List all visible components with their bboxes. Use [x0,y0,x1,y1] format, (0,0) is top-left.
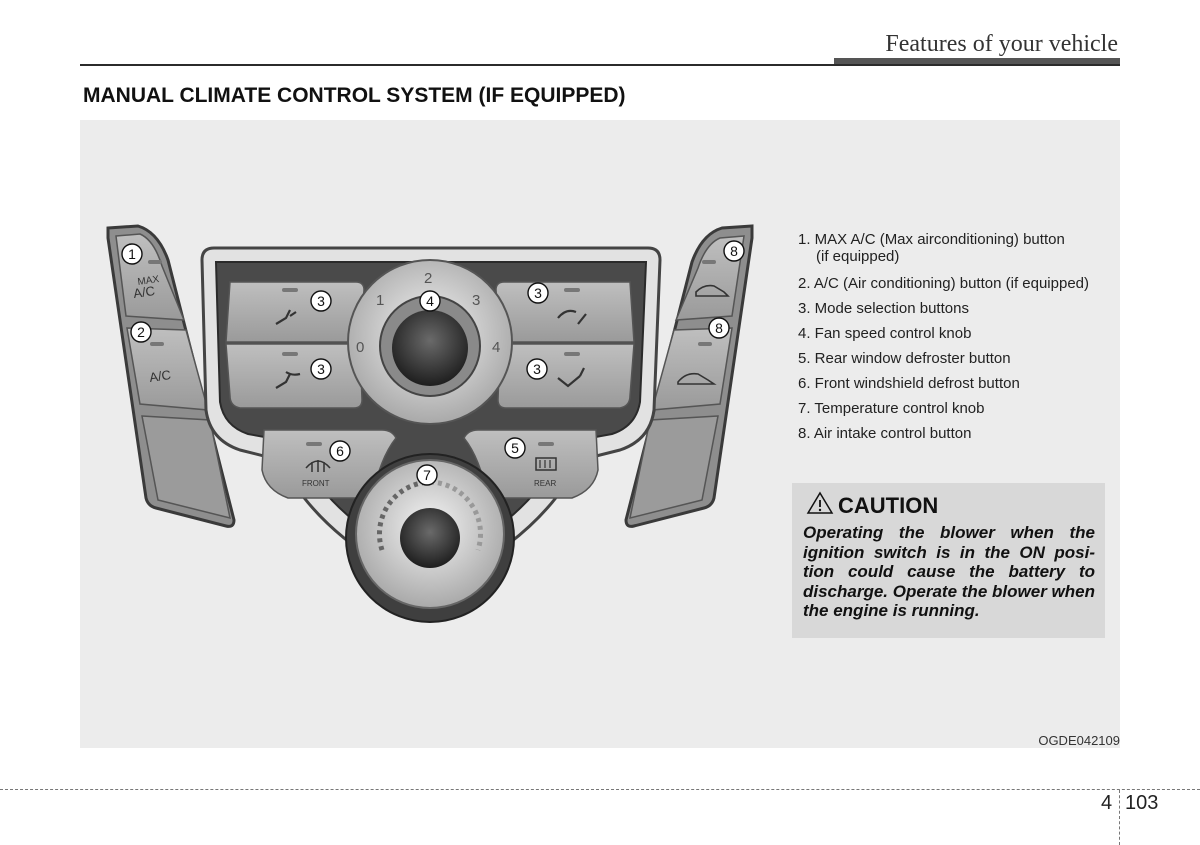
legend-list: 1. MAX A/C (Max airconditioning) button … [798,227,1118,446]
legend-item-6: 6. Front windshield defrost button [798,375,1020,392]
svg-text:3: 3 [317,361,325,377]
svg-text:8: 8 [715,320,723,336]
chapter-number: 4 [1101,792,1113,814]
callout-2: 2 [130,321,152,343]
section-title: MANUAL CLIMATE CONTROL SYSTEM (IF EQUIPP… [83,84,626,107]
legend-item-3: 3. Mode selection buttons [798,300,969,317]
svg-text:2: 2 [137,324,145,340]
header-rule [80,64,1120,66]
svg-text:1: 1 [128,246,136,262]
callout-5: 5 [504,437,526,459]
svg-text:0: 0 [356,339,364,356]
callout-markers: 1 2 3 3 3 3 4 5 6 7 8 8 [121,240,745,486]
caution-text: Operating the blower when the ignition s… [803,523,1095,620]
svg-text:4: 4 [492,339,500,356]
warning-triangle-icon [806,491,834,514]
legend-item-2: 2. A/C (Air conditioning) button (if equ… [798,275,1089,292]
svg-text:MAX: MAX [137,274,160,288]
climate-panel-illustration: MAX A/C A/C [106,224,754,623]
callout-3c: 3 [527,282,549,304]
svg-text:3: 3 [317,293,325,309]
svg-text:2: 2 [424,270,432,287]
page-number: 103 [1125,792,1159,814]
svg-text:4: 4 [426,293,434,309]
callout-6: 6 [329,440,351,462]
legend-item-1: 1. MAX A/C (Max airconditioning) button … [798,231,1065,265]
callout-7: 7 [416,464,438,486]
callout-4: 4 [419,290,441,312]
caution-heading: CAUTION [806,491,938,519]
legend-item-5: 5. Rear window defroster button [798,350,1011,367]
figure-code: OGDE042109 [1038,733,1120,748]
header-accent-bar [834,58,1120,66]
svg-text:7: 7 [423,467,431,483]
footer-page-divider [1119,790,1120,845]
running-header: Features of your vehicle [885,31,1118,57]
svg-text:3: 3 [472,292,480,309]
caution-title: CAUTION [838,493,939,518]
center-panel: 2 1 3 0 4 FRONT REAR [200,246,662,623]
svg-text:3: 3 [534,285,542,301]
climate-control-figure: MAX A/C A/C [80,120,1120,748]
svg-text:A/C: A/C [148,367,172,385]
svg-text:8: 8 [730,243,738,259]
legend-item-8: 8. Air intake control button [798,425,972,442]
caution-box: CAUTION Operating the blower when the ig… [792,483,1105,638]
callout-3d: 3 [526,358,548,380]
callout-1: 1 [121,243,143,265]
svg-text:REAR: REAR [534,479,556,488]
svg-text:5: 5 [511,440,519,456]
svg-text:3: 3 [533,361,541,377]
callout-3b: 3 [310,358,332,380]
svg-text:FRONT: FRONT [302,479,330,488]
callout-8a: 8 [723,240,745,262]
svg-text:A/C: A/C [132,283,156,301]
footer-dashed-rule [0,789,1200,790]
svg-text:6: 6 [336,443,344,459]
callout-8b: 8 [708,317,730,339]
svg-text:1: 1 [376,292,384,309]
legend-item-4: 4. Fan speed control knob [798,325,972,342]
legend-item-7: 7. Temperature control knob [798,400,985,417]
callout-3a: 3 [310,290,332,312]
